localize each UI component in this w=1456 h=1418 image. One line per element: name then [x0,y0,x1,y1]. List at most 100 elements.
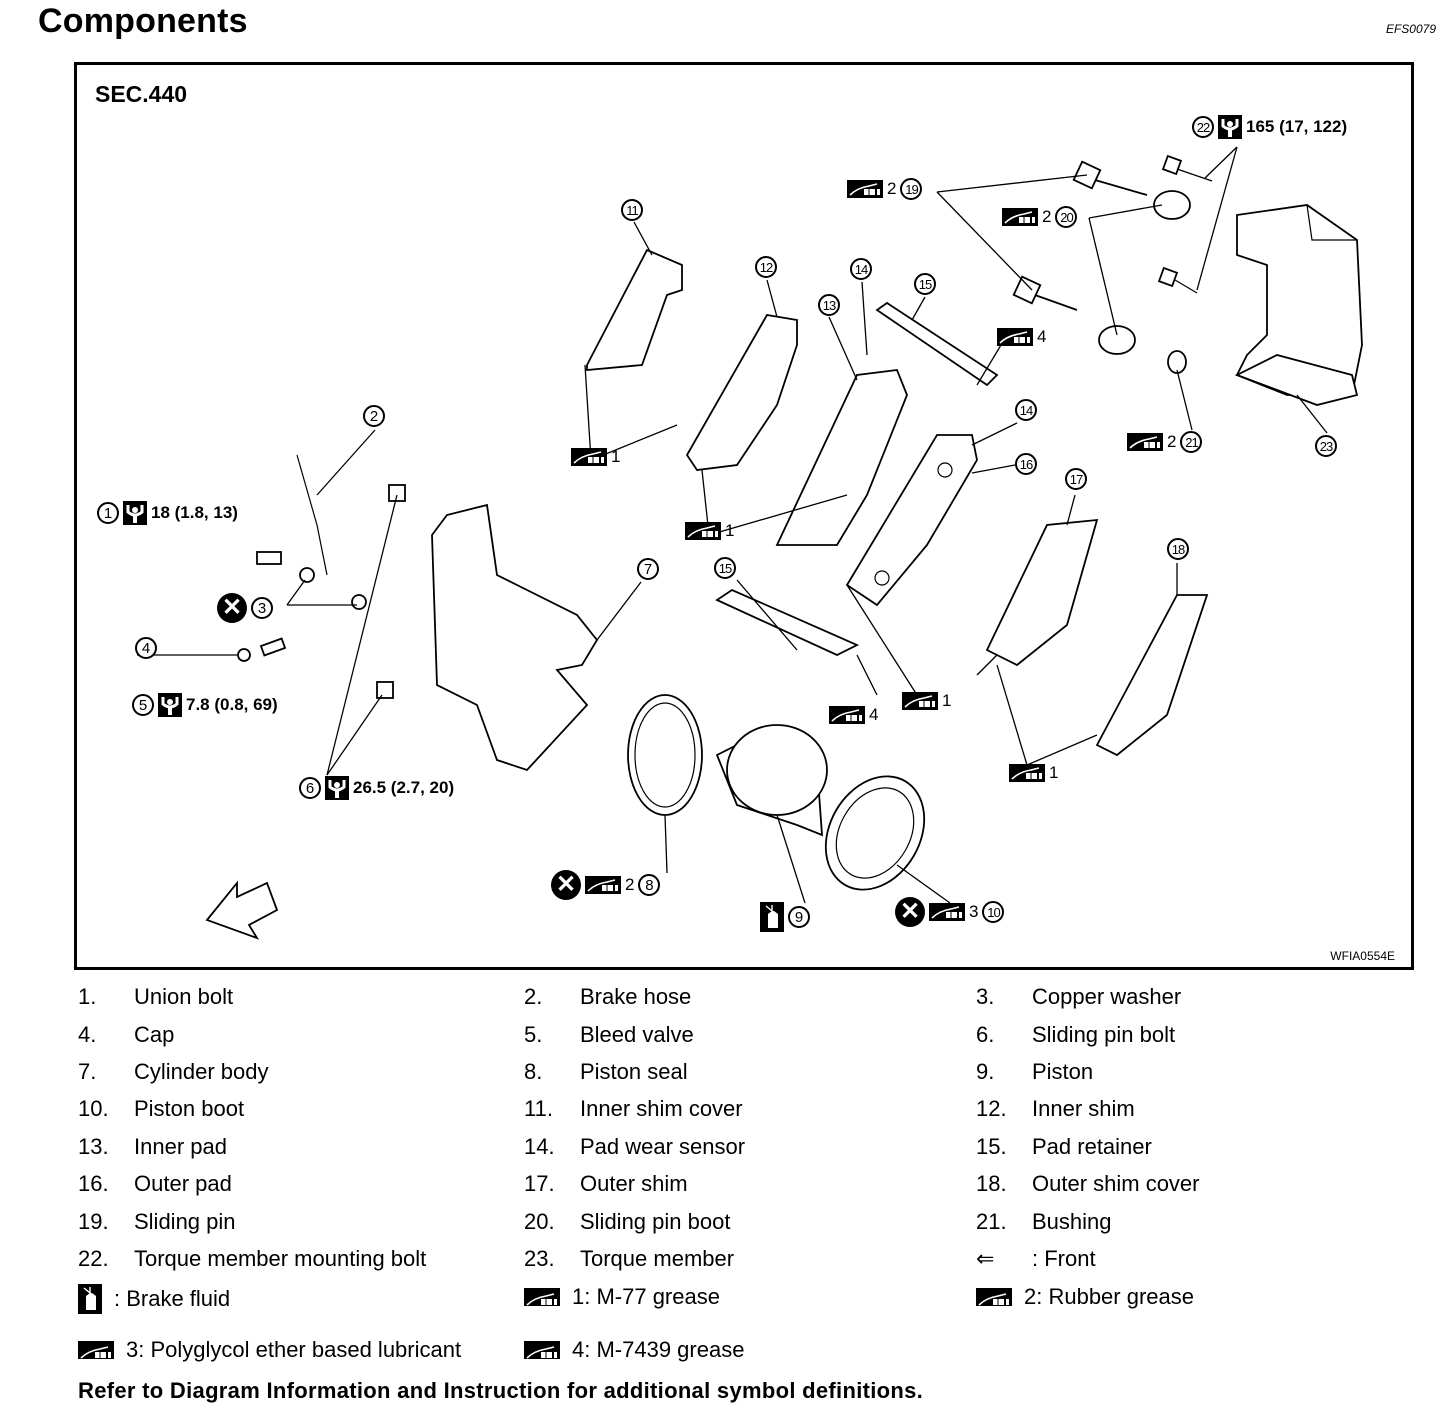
cap-part [237,648,251,662]
brake-hose-part [296,454,328,576]
grease-tag: 1 [1009,763,1058,783]
inner-shim-cover-part [586,248,683,371]
legend-item: 23.Torque member [524,1246,735,1271]
pad-retainer-bottom-part [715,588,860,656]
footer-note: Refer to Diagram Information and Instruc… [78,1378,924,1403]
callout-22: 22 165 (17, 122) [1192,115,1347,139]
bleed-valve-part [259,637,287,657]
grease-tag: 4 [997,327,1046,347]
callout-1: 1 18 (1.8, 13) [97,501,238,525]
grease-icon [1009,764,1045,782]
inner-pad-part [775,369,908,546]
callout-14-right: 14 [1015,399,1037,421]
diagram-frame: SEC.440 [74,62,1414,970]
sliding-pin-parts [1012,160,1148,311]
callout-17: 17 [1065,468,1087,490]
grease-icon [929,903,965,921]
callout-10: ✕ 3 10 [895,897,1005,927]
replace-x-icon: ✕ [217,593,247,623]
grease-icon [571,448,607,466]
grease-icon [847,180,883,198]
legend-item: 21.Bushing [976,1209,1112,1234]
callout-12: 12 [755,256,777,278]
grease-icon [902,692,938,710]
callout-14-top: 14 [850,258,872,280]
symbol-legend-grease-4: 4: M-7439 grease [524,1337,744,1363]
replace-x-icon: ✕ [895,897,925,927]
legend-item: 7.Cylinder body [78,1059,269,1084]
callout-9: 9 [760,902,810,932]
torque-icon [158,693,182,717]
legend-item: 5.Bleed valve [524,1022,694,1047]
callout-4: 4 [135,637,157,659]
grease-icon [524,1341,560,1359]
grease-tag: 1 [685,521,734,541]
legend-item: 3.Copper washer [976,984,1182,1009]
union-bolt-part [256,551,282,565]
page-title: Components [38,2,248,40]
replace-x-icon: ✕ [551,870,581,900]
callout-15-bottom: 15 [714,557,736,579]
sliding-pin-bolt-part [388,484,406,502]
grease-icon [685,522,721,540]
callout-15-top: 15 [914,273,936,295]
grease-icon [976,1288,1012,1306]
figure-code: WFIA0554E [1330,949,1395,963]
piston-boot-part [824,775,926,891]
document-code: EFS0079 [1385,22,1436,36]
symbol-legend-grease-1: 1: M-77 grease [524,1284,720,1310]
brake-fluid-icon [78,1284,102,1314]
callout-3: ✕ 3 [217,593,273,623]
callout-20: 2 20 [1002,206,1078,228]
legend-item: 4.Cap [78,1022,175,1047]
cylinder-body-part [431,503,599,772]
symbol-legend-brake-fluid: : Brake fluid [78,1284,230,1314]
legend-item: 8.Piston seal [524,1059,688,1084]
torque-icon [123,501,147,525]
legend-item: 11.Inner shim cover [524,1096,743,1121]
callout-19: 2 19 [847,178,923,200]
pad-retainer-top-part [875,301,999,387]
copper-washer-part [299,567,315,583]
legend-item: 16.Outer pad [78,1171,232,1196]
callout-7: 7 [637,558,659,580]
bushing-part [1167,350,1187,374]
callout-21: 2 21 [1127,431,1203,453]
legend-item: 6.Sliding pin bolt [976,1022,1176,1047]
grease-icon [997,328,1033,346]
callout-8: ✕ 2 8 [551,870,661,900]
torque-icon [325,776,349,800]
callout-13: 13 [818,294,840,316]
legend-item: 12.Inner shim [976,1096,1135,1121]
front-direction-arrow [205,880,279,940]
symbol-legend-grease-2: 2: Rubber grease [976,1284,1194,1310]
legend-item: 1.Union bolt [78,984,234,1009]
legend-item: 19.Sliding pin [78,1209,236,1234]
legend-item: 22.Torque member mounting bolt [78,1246,427,1271]
callout-16: 16 [1015,453,1037,475]
grease-icon [524,1288,560,1306]
callout-23: 23 [1315,435,1337,457]
inner-shim-part [685,314,798,471]
piston-part [715,724,828,837]
exploded-view-drawing [137,146,1363,940]
front-arrow-icon: ⇐ [976,1246,995,1271]
outer-shim-cover-part [1095,594,1209,757]
callout-6: 6 26.5 (2.7, 20) [299,776,454,800]
legend-item: 20.Sliding pin boot [524,1209,731,1234]
grease-icon [829,706,865,724]
legend-item: 18.Outer shim cover [976,1171,1200,1196]
grease-icon [78,1341,114,1359]
leader-lines [137,146,1328,904]
piston-seal-part [627,694,703,816]
outer-shim-part [985,518,1099,667]
torque-bolt-parts [1157,154,1213,294]
sliding-pin-boot-parts [1098,190,1191,355]
legend-item: 9.Piston [976,1059,1094,1084]
legend-item: 2.Brake hose [524,984,692,1009]
callout-2: 2 [363,405,385,427]
grease-tag: 4 [829,705,878,725]
legend-item: 14.Pad wear sensor [524,1134,746,1159]
grease-icon [1002,208,1038,226]
brake-fluid-icon [760,902,784,932]
